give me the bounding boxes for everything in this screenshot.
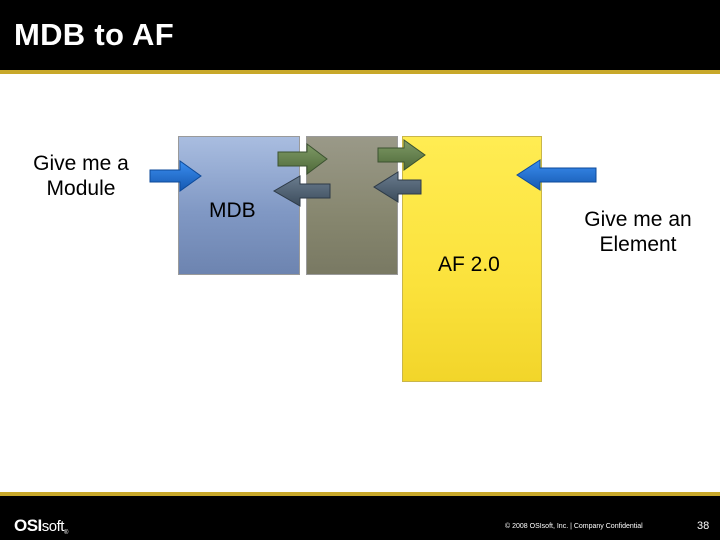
logo-osi-text: OSI	[14, 516, 42, 535]
osisoft-logo: OSIsoft®	[14, 516, 68, 536]
mdb-label: MDB	[209, 199, 256, 222]
logo-registered-mark: ®	[63, 530, 68, 536]
copyright-notice: © 2008 OSIsoft, Inc. | Company Confident…	[505, 523, 643, 530]
give-me-module-label: Give me a Module	[14, 151, 148, 201]
arrow-mdb-to-middle-icon	[277, 143, 328, 175]
footer-bar	[0, 496, 720, 540]
slide-title: MDB to AF	[14, 17, 174, 52]
title-bar	[0, 0, 720, 70]
give-me-element-label: Give me an Element	[566, 207, 710, 257]
give-me-module-line2: Module	[46, 177, 116, 200]
arrow-module-to-mdb-icon	[149, 160, 202, 192]
give-me-module-line1: Give me a	[33, 152, 129, 175]
af-label: AF 2.0	[438, 253, 500, 276]
arrow-af-to-middle-icon	[373, 171, 422, 203]
title-accent-stripe	[0, 70, 720, 74]
arrow-element-to-af-icon	[516, 159, 597, 191]
arrow-middle-to-mdb-icon	[272, 175, 331, 207]
af-box	[402, 136, 542, 382]
give-me-element-line1: Give me an	[584, 208, 692, 231]
page-number: 38	[697, 520, 710, 532]
give-me-element-line2: Element	[599, 233, 677, 256]
arrow-middle-to-af-icon	[377, 139, 426, 171]
logo-soft-text: soft	[41, 518, 65, 535]
footer-accent-stripe	[0, 492, 720, 496]
